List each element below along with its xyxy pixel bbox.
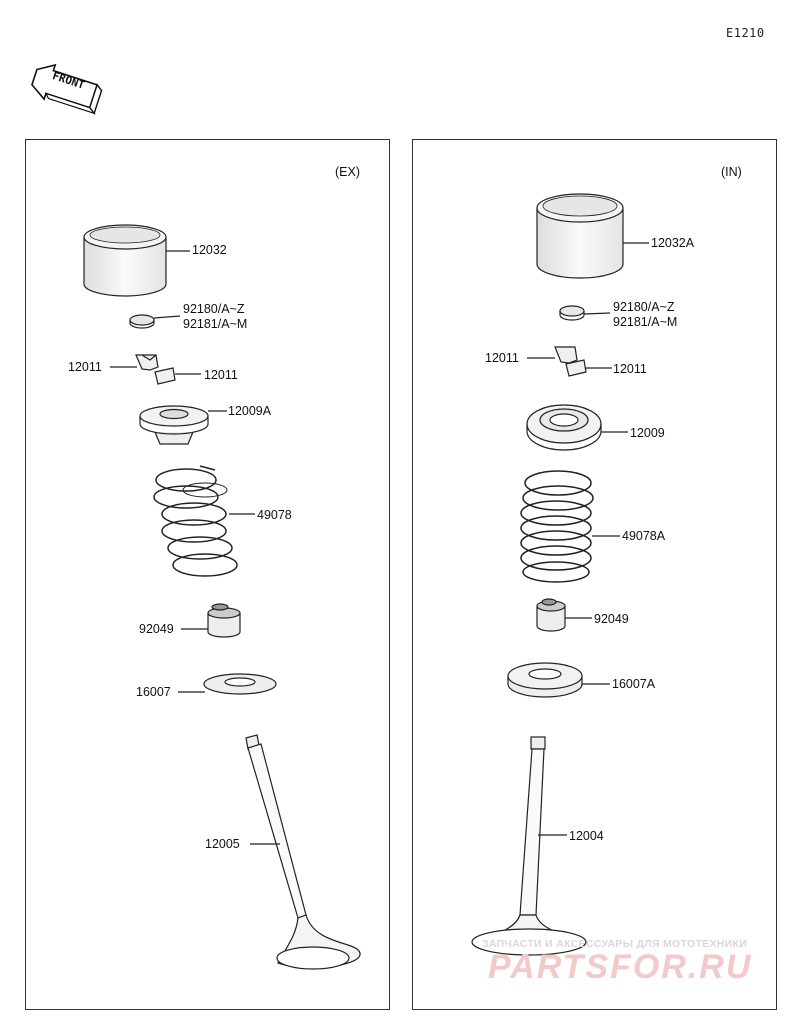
in-spring [520,470,594,583]
ex-label-valve: 12005 [205,837,240,851]
ex-cotters [135,354,176,385]
ex-seal [207,603,241,638]
ex-label-seal: 92049 [139,622,174,636]
ex-spring [153,465,238,577]
ex-label-retainer: 12009A [228,404,272,418]
in-label-cotter-right: 12011 [613,362,647,376]
in-label-cotter-left: 12011 [485,351,519,365]
in-label-retainer: 12009 [630,426,665,440]
diagram-code: E1210 [726,26,765,40]
in-seat [507,662,583,698]
in-label-tappet: 12032A [651,236,695,250]
ex-label-shim-2: 92181/A~M [183,317,248,331]
in-tappet [536,193,624,279]
ex-label-seat: 16007 [136,685,171,699]
ex-seat [203,673,277,695]
in-retainer [526,404,602,451]
in-label-valve: 12004 [569,829,604,843]
panel-exhaust [25,139,390,1010]
watermark-tagline: ЗАПЧАСТИ И АКСЕССУАРЫ ДЛЯ МОТОТЕХНИКИ [482,938,748,950]
watermark-logo: PARTSFOR.RU [488,948,753,986]
ex-tappet [83,224,167,297]
in-label-shim-2: 92181/A~M [613,315,678,329]
ex-shim [129,314,155,329]
in-cotters [554,346,587,377]
ex-label-shim-1: 92180/A~Z [183,302,245,316]
panel-intake [412,139,777,1010]
ex-label-tappet: 12032 [192,243,227,257]
in-label-shim-1: 92180/A~Z [613,300,675,314]
in-label-seal: 92049 [594,612,629,626]
in-label-seat: 16007A [612,677,656,691]
ex-valve [245,734,361,970]
in-label-spring: 49078A [622,529,666,543]
ex-label-spring: 49078 [257,508,292,522]
in-seal [536,598,566,632]
in-valve [471,736,587,956]
in-shim [559,305,585,321]
ex-label-cotter-right: 12011 [204,368,238,382]
ex-retainer [139,405,209,445]
panel-title-ex: (EX) [335,165,360,179]
ex-label-cotter-left: 12011 [68,360,102,374]
panel-title-in: (IN) [721,165,742,179]
